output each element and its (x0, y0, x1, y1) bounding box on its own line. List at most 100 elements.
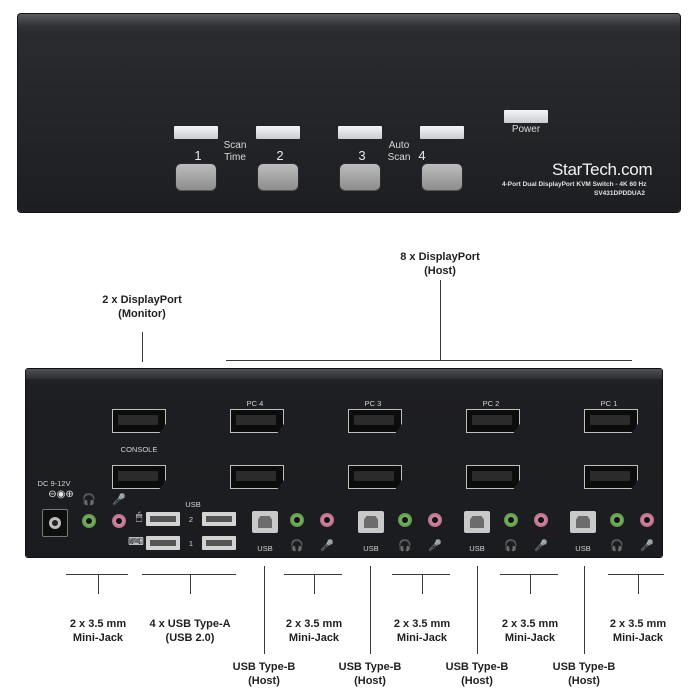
pc3-microphone-icon: 🎤 (428, 540, 442, 552)
pc1-headphone-jack[interactable] (610, 513, 624, 527)
port-3-button[interactable] (340, 164, 380, 190)
caption-line1: 2 x 3.5 mm (501, 618, 559, 630)
host-displayport-caption-line2: (Host) (424, 265, 456, 277)
pc4-minijack-pointer (314, 574, 315, 594)
monitor-displayport-caption-line1: 2 x DisplayPort (102, 294, 182, 306)
port-4-button[interactable] (422, 164, 462, 190)
host-displayport-bracket (226, 360, 632, 361)
keyboard-icon: ⌨ (128, 536, 144, 548)
pc2-usb-b-port[interactable] (464, 511, 490, 533)
port-2-button[interactable] (258, 164, 298, 190)
pc4-displayport-1[interactable] (230, 409, 284, 433)
pc1-microphone-jack[interactable] (640, 513, 654, 527)
pc2-usbb-pointer (477, 566, 478, 654)
pc3-label: PC 3 (364, 399, 382, 408)
usba-pointer (190, 574, 191, 594)
pc1-minijack-bracket (608, 574, 664, 575)
console-displayport-1[interactable] (112, 409, 166, 433)
caption-line2: (Host) (568, 675, 600, 687)
caption-line1: 2 x 3.5 mm (69, 618, 127, 630)
port-1-button[interactable] (176, 164, 216, 190)
pc2-headphone-icon: 🎧 (504, 540, 518, 552)
caption-line1: 4 x USB Type-A (149, 618, 231, 630)
pc4-headphone-jack[interactable] (290, 513, 304, 527)
front-panel-top-edge (18, 14, 680, 26)
port-3-led (338, 126, 382, 139)
pc1-usb-b-port[interactable] (570, 511, 596, 533)
caption-line1: 2 x 3.5 mm (393, 618, 451, 630)
pc2-usb-label: USB (469, 544, 485, 553)
scan-time-label-line2: Time (224, 152, 246, 163)
port-2-led (256, 126, 300, 139)
usb-a-port-mouse-1[interactable] (146, 536, 180, 550)
console-displayport-2[interactable] (112, 465, 166, 489)
pc3-minijack-caption: 2 x 3.5 mm Mini-Jack (380, 617, 464, 645)
pc3-minijack-bracket (392, 574, 450, 575)
caption-line2: (Host) (354, 675, 386, 687)
pc4-usb-b-port[interactable] (252, 511, 278, 533)
kvm-rear-panel: PC 4 PC 3 PC 2 PC 1 CONSOLE DC 9-12V ⊖◉⊕… (26, 369, 662, 557)
pc3-usbb-pointer (370, 566, 371, 654)
model-number: SV431DPDDUA2 (594, 190, 645, 197)
port-1-led (174, 126, 218, 139)
caption-line1: USB Type-B (445, 661, 509, 673)
power-led (504, 110, 548, 123)
microphone-icon: 🎤 (112, 494, 126, 506)
pc4-displayport-2[interactable] (230, 465, 284, 489)
pc4-minijack-caption: 2 x 3.5 mm Mini-Jack (272, 617, 356, 645)
pc1-usbb-caption: USB Type-B (Host) (542, 660, 626, 688)
model-description: 4-Port Dual DisplayPort KVM Switch - 4K … (502, 181, 647, 188)
caption-line2: (Host) (461, 675, 493, 687)
pc4-usb-label: USB (257, 544, 273, 553)
host-displayport-pointer (440, 280, 441, 360)
pc4-headphone-icon: 🎧 (290, 540, 304, 552)
console-microphone-jack[interactable] (112, 514, 126, 528)
usb-a-port-keyboard-1[interactable] (202, 536, 236, 550)
caption-line2: Mini-Jack (72, 632, 124, 644)
pc3-usb-b-port[interactable] (358, 511, 384, 533)
console-headphone-jack[interactable] (82, 514, 96, 528)
caption-line2: (Host) (248, 675, 280, 687)
rear-panel-top-edge (26, 369, 662, 379)
console-label: CONSOLE (120, 445, 158, 454)
pc2-microphone-jack[interactable] (534, 513, 548, 527)
pc2-headphone-jack[interactable] (504, 513, 518, 527)
pc3-headphone-icon: 🎧 (398, 540, 412, 552)
pc3-minijack-pointer (422, 574, 423, 594)
monitor-displayport-caption-line2: (Monitor) (118, 308, 166, 320)
port-1-number: 1 (194, 148, 202, 163)
pc4-usbb-caption: USB Type-B (Host) (222, 660, 306, 688)
pc3-headphone-jack[interactable] (398, 513, 412, 527)
pc3-displayport-1[interactable] (348, 409, 402, 433)
pc2-label: PC 2 (482, 399, 500, 408)
pc3-microphone-jack[interactable] (428, 513, 442, 527)
pc2-displayport-1[interactable] (466, 409, 520, 433)
power-label: Power (511, 124, 541, 135)
usb-hub-label: USB (185, 500, 201, 509)
mouse-icon: 🖱 (135, 511, 143, 523)
pc3-displayport-2[interactable] (348, 465, 402, 489)
dc-input-label: DC 9-12V (37, 479, 71, 488)
caption-line2: (USB 2.0) (165, 632, 215, 644)
console-minijack-bracket (66, 574, 128, 575)
pc2-displayport-2[interactable] (466, 465, 520, 489)
usba-caption: 4 x USB Type-A (USB 2.0) (140, 617, 240, 645)
port-3-number: 3 (358, 148, 366, 163)
pc1-displayport-2[interactable] (584, 465, 638, 489)
pc1-displayport-1[interactable] (584, 409, 638, 433)
scan-time-label-line1: Scan (223, 140, 247, 151)
pc4-microphone-jack[interactable] (320, 513, 334, 527)
caption-line1: USB Type-B (338, 661, 402, 673)
caption-line2: Mini-Jack (288, 632, 340, 644)
port-2-number: 2 (276, 148, 284, 163)
pc1-usbb-pointer (584, 566, 585, 654)
monitor-displayport-caption: 2 x DisplayPort (Monitor) (82, 293, 202, 321)
pc4-label: PC 4 (246, 399, 264, 408)
caption-line1: USB Type-B (232, 661, 296, 673)
dc-polarity-icon: ⊖◉⊕ (48, 489, 74, 500)
dc-power-jack[interactable] (42, 509, 68, 537)
usb-a-port-mouse-2[interactable] (146, 512, 180, 526)
usb-a-port-keyboard-2[interactable] (202, 512, 236, 526)
pc1-label: PC 1 (600, 399, 618, 408)
pc2-minijack-caption: 2 x 3.5 mm Mini-Jack (488, 617, 572, 645)
